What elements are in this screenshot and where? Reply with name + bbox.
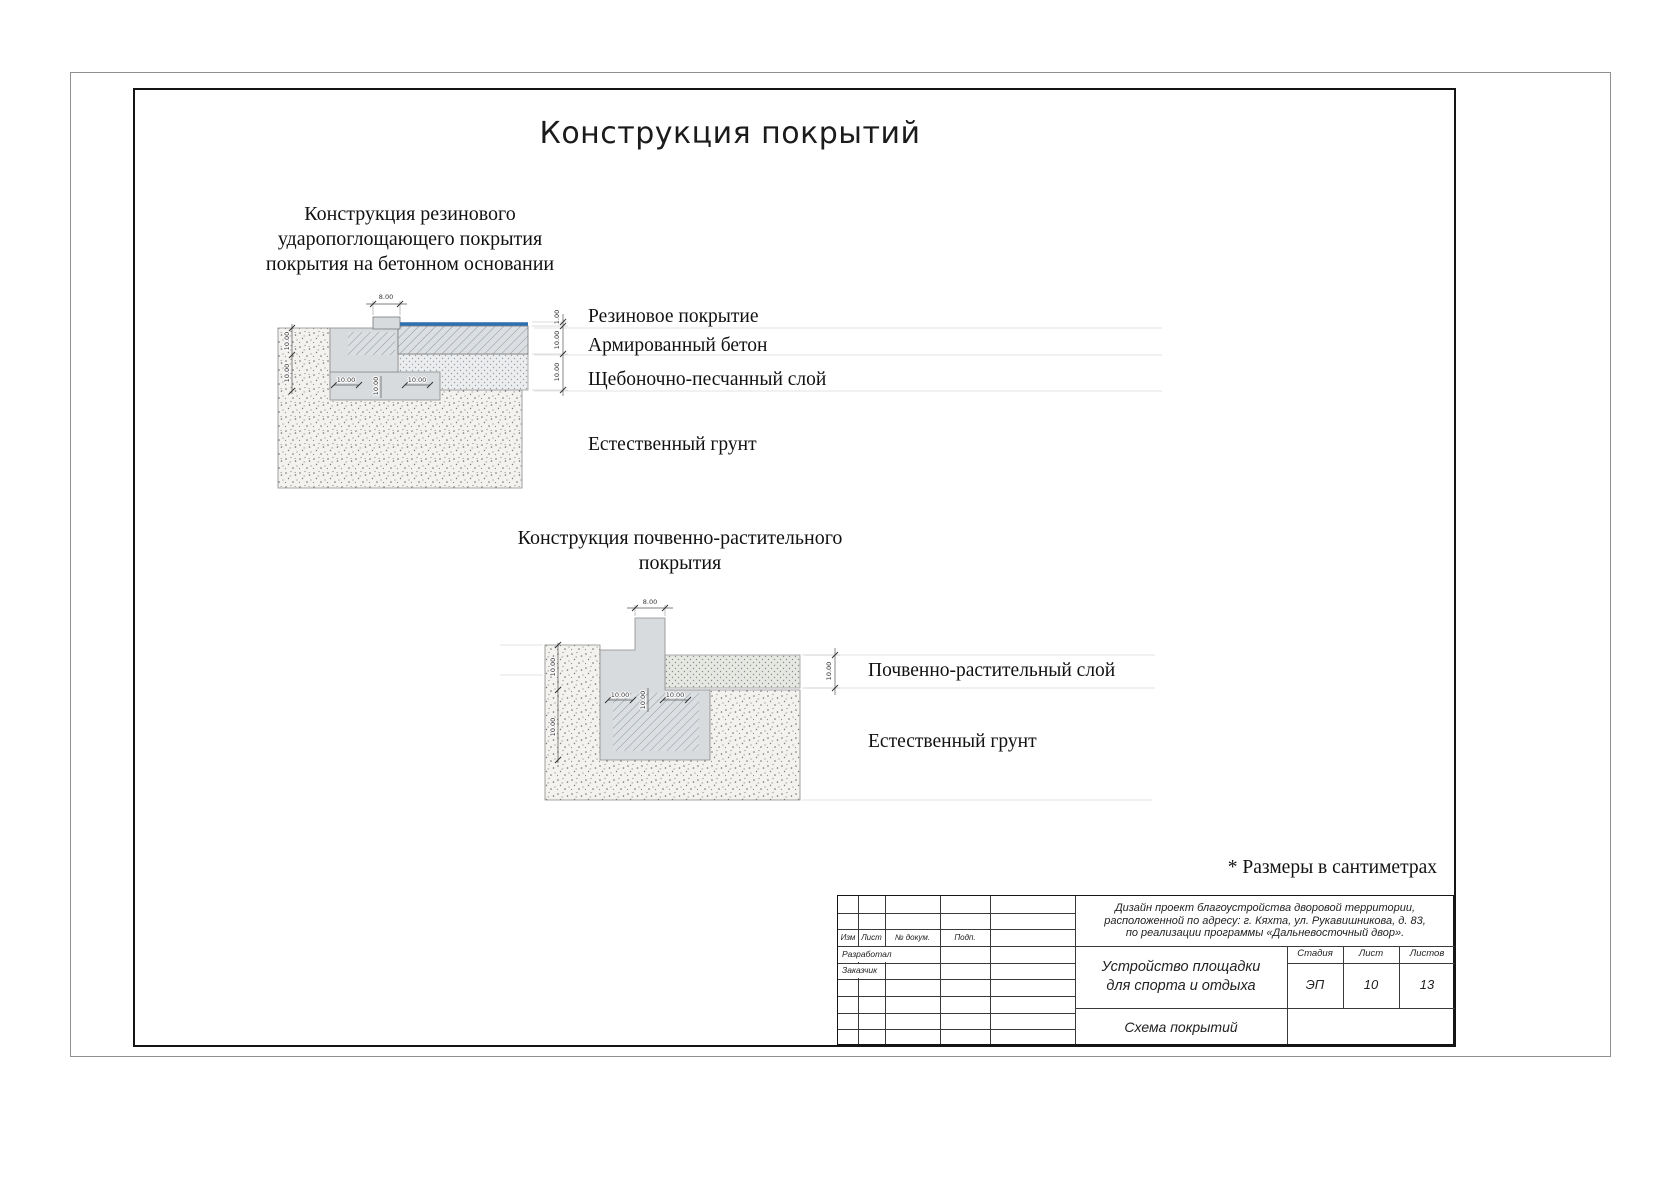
stamp-vline — [1343, 946, 1344, 1008]
stamp-hline — [838, 1029, 1075, 1030]
label-concrete-layer: Армированный бетон — [588, 335, 768, 356]
detail-1-heading-line-1: Конструкция резинового — [304, 203, 516, 225]
dim-text: 10.00 — [283, 332, 291, 351]
object-line-2: для спорта и отдыха — [1106, 978, 1256, 994]
detail-1-heading: Конструкция резинового ударопоглощающего… — [230, 202, 590, 277]
reinforced-concrete-layer — [397, 325, 529, 355]
stamp-hline — [1075, 946, 1455, 947]
dim-text: 10.00 — [666, 691, 685, 699]
stamp-sheets-value: 13 — [1419, 977, 1435, 993]
stamp-object-name: Устройство площадки для спорта и отдыха — [1075, 946, 1287, 1008]
stamp-stage-value: ЭП — [1305, 977, 1325, 993]
stamp-vline — [940, 896, 941, 1044]
stamp-stage-label: Стадия — [1297, 948, 1333, 960]
stamp-hline — [1287, 963, 1455, 964]
title-block: Изм Лист № докум. Подп. Разработал Заказ… — [837, 895, 1455, 1045]
dim-text: 10.00 — [549, 718, 557, 737]
object-line-1: Устройство площадки — [1101, 959, 1261, 975]
label-soil-layer: Почвенно-растительный слой — [868, 660, 1116, 681]
concrete-footing — [329, 371, 441, 401]
soil-vegetation-layer — [664, 654, 801, 689]
layer-guide-lines — [500, 644, 1155, 801]
detail-2-heading-line-2: покрытия — [638, 552, 722, 574]
dim-text: 10.00 — [549, 658, 557, 677]
project-line-3: по реализации программы «Дальневосточный… — [1125, 927, 1405, 940]
dim-text: 10.00 — [611, 691, 630, 699]
stamp-hline — [838, 963, 1075, 964]
layer-guide-lines — [534, 327, 1162, 392]
edge-beam-hatch — [613, 693, 699, 751]
dim-text: 1.00 — [553, 310, 561, 324]
detail-2-heading-line-1: Конструкция почвенно-растительного — [517, 527, 843, 549]
dim-left-stack: 10.00 10.00 — [548, 641, 562, 764]
dim-text: 8.00 — [643, 598, 657, 606]
dim-right-stack: 1.00 10.00 10.00 — [532, 309, 568, 396]
dim-text: 10.00 — [372, 377, 380, 396]
dim-text: 8.00 — [379, 293, 393, 301]
dim-left-stack: 10.00 10.00 — [282, 324, 296, 395]
stamp-vline — [885, 896, 886, 1044]
stamp-vline — [990, 896, 991, 1044]
stamp-hline — [838, 929, 1075, 930]
stamp-col-list: Лист — [861, 932, 882, 942]
stamp-row-developer: Разработал — [839, 947, 895, 962]
dim-text: 10.00 — [639, 691, 647, 710]
dim-text: 10.00 — [553, 331, 561, 350]
dim-curb-width: 8.00 — [627, 597, 673, 616]
stamp-vline — [1075, 896, 1076, 1044]
dim-text: 10.00 — [825, 662, 833, 681]
stamp-drawing-name: Схема покрытий — [1124, 1018, 1238, 1035]
dim-footing: 10.00 10.00 10.00 — [330, 375, 434, 398]
dim-curb-width: 8.00 — [366, 292, 407, 315]
stamp-hline — [838, 1013, 1075, 1014]
page-title: Конструкция покрытий — [539, 116, 921, 151]
stamp-hline — [1075, 1008, 1455, 1009]
stamp-vline — [1399, 946, 1400, 1008]
stamp-sheet-value: 10 — [1363, 977, 1379, 993]
dim-right: 10.00 — [802, 648, 840, 695]
dim-footing: 10.00 10.00 10.00 — [604, 688, 692, 712]
label-gravel-layer: Щебоночно-песчанный слой — [588, 369, 827, 390]
edge-beam-hatch — [348, 332, 395, 355]
stamp-vline — [1287, 946, 1288, 1044]
detail-2-drawing: 8.00 10.00 10.00 10.00 10.00 — [500, 597, 1155, 801]
detail-2-heading: Конструкция почвенно-растительного покры… — [480, 526, 880, 576]
outer-border — [70, 72, 1611, 1057]
detail-1-heading-line-3: покрытия на бетонном основании — [265, 253, 555, 275]
project-line-2: расположенной по адресу: г. Кяхта, ул. Р… — [1104, 914, 1426, 927]
stamp-hline — [838, 946, 1075, 947]
stamp-project-description: Дизайн проект благоустройства дворовой т… — [1075, 896, 1455, 946]
dim-text: 10.00 — [553, 363, 561, 382]
stamp-sheets-label: Листов — [1409, 948, 1445, 960]
stamp-col-podp: Подп. — [954, 932, 976, 942]
stamp-col-izm: Изм — [840, 932, 856, 942]
curb-top — [372, 316, 401, 330]
stamp-sheet-label: Лист — [1358, 948, 1384, 960]
stamp-hline — [838, 913, 1075, 914]
units-note: * Размеры в сантиметрах — [1227, 857, 1437, 878]
detail-1-heading-line-2: ударопоглощающего покрытия — [277, 228, 543, 250]
dim-text: 10.00 — [337, 376, 356, 384]
stamp-col-doc: № докум. — [894, 932, 931, 942]
detail-1-drawing: 8.00 1.00 10.00 10.00 10.00 10.00 — [277, 292, 1162, 489]
stamp-hline — [838, 979, 1075, 980]
label-rubber-layer: Резиновое покрытие — [588, 306, 759, 327]
project-line-1: Дизайн проект благоустройства дворовой т… — [1114, 902, 1416, 915]
dim-text: 10.00 — [408, 376, 427, 384]
dim-text: 10.00 — [283, 364, 291, 383]
label-ground-layer-1: Естественный грунт — [588, 434, 757, 455]
stamp-hline — [838, 996, 1075, 997]
stamp-row-customer: Заказчик — [839, 964, 881, 978]
drawing-frame — [133, 88, 1456, 1047]
label-ground-layer-2: Естественный грунт — [868, 731, 1037, 752]
